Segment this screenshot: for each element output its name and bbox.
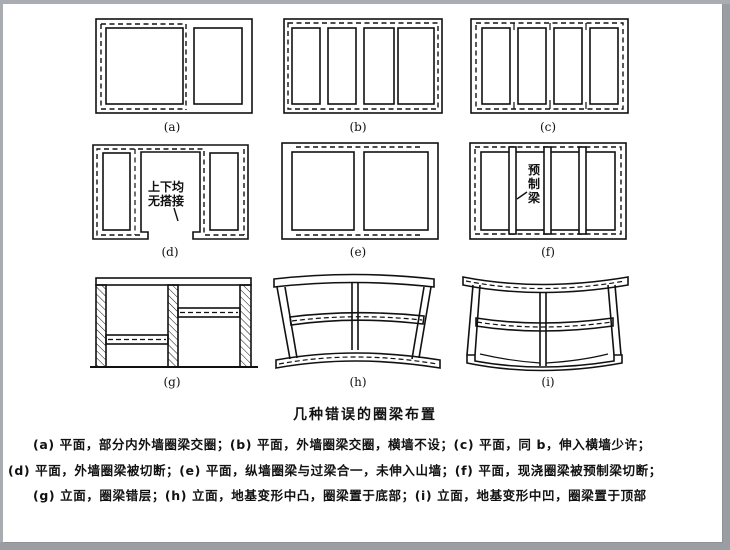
panel-b-drawing	[283, 18, 443, 114]
page-shadow-right	[722, 4, 730, 550]
note-d-line1: 上下均	[148, 180, 185, 194]
panel-h-drawing	[273, 273, 441, 369]
panel-g-drawing	[90, 277, 258, 368]
panel-c-drawing	[470, 18, 629, 114]
caption-line-2: (d) 平面，外墙圈梁被切断；(e) 平面，纵墙圈梁与过梁合一，未伸入山墙；(f…	[8, 463, 662, 478]
page-shadow-bottom	[0, 542, 730, 550]
caption-line-1: (a) 平面，部分内外墙圈梁交圈；(b) 平面，外墙圈梁交圈，横墙不设；(c) …	[33, 437, 651, 452]
note-f-line3: 梁	[528, 191, 541, 205]
note-f-line1: 预	[528, 163, 541, 177]
panel-label-h: (h)	[349, 375, 367, 389]
panel-i-drawing	[462, 276, 629, 372]
panel-f-drawing	[469, 142, 627, 240]
panel-e-drawing	[281, 142, 439, 240]
note-d-line2: 无搭接	[148, 194, 185, 208]
panel-label-g: (g)	[163, 375, 181, 389]
panel-label-e: (e)	[349, 245, 367, 259]
panel-label-d: (d)	[161, 245, 179, 259]
figure-title: 几种错误的圈梁布置	[293, 407, 437, 423]
panel-label-i: (i)	[541, 375, 555, 389]
panel-a-drawing	[95, 18, 253, 114]
panel-label-f: (f)	[541, 245, 555, 259]
panel-label-a: (a)	[163, 120, 181, 134]
slide-page	[3, 4, 722, 542]
panel-d-drawing	[92, 144, 249, 240]
caption-line-3: (g) 立面，圈梁错层；(h) 立面，地基变形中凸，圈梁置于底部；(i) 立面，…	[33, 488, 647, 503]
panel-label-c: (c)	[539, 120, 557, 134]
panel-label-b: (b)	[349, 120, 367, 134]
note-f-line2: 制	[528, 177, 541, 191]
